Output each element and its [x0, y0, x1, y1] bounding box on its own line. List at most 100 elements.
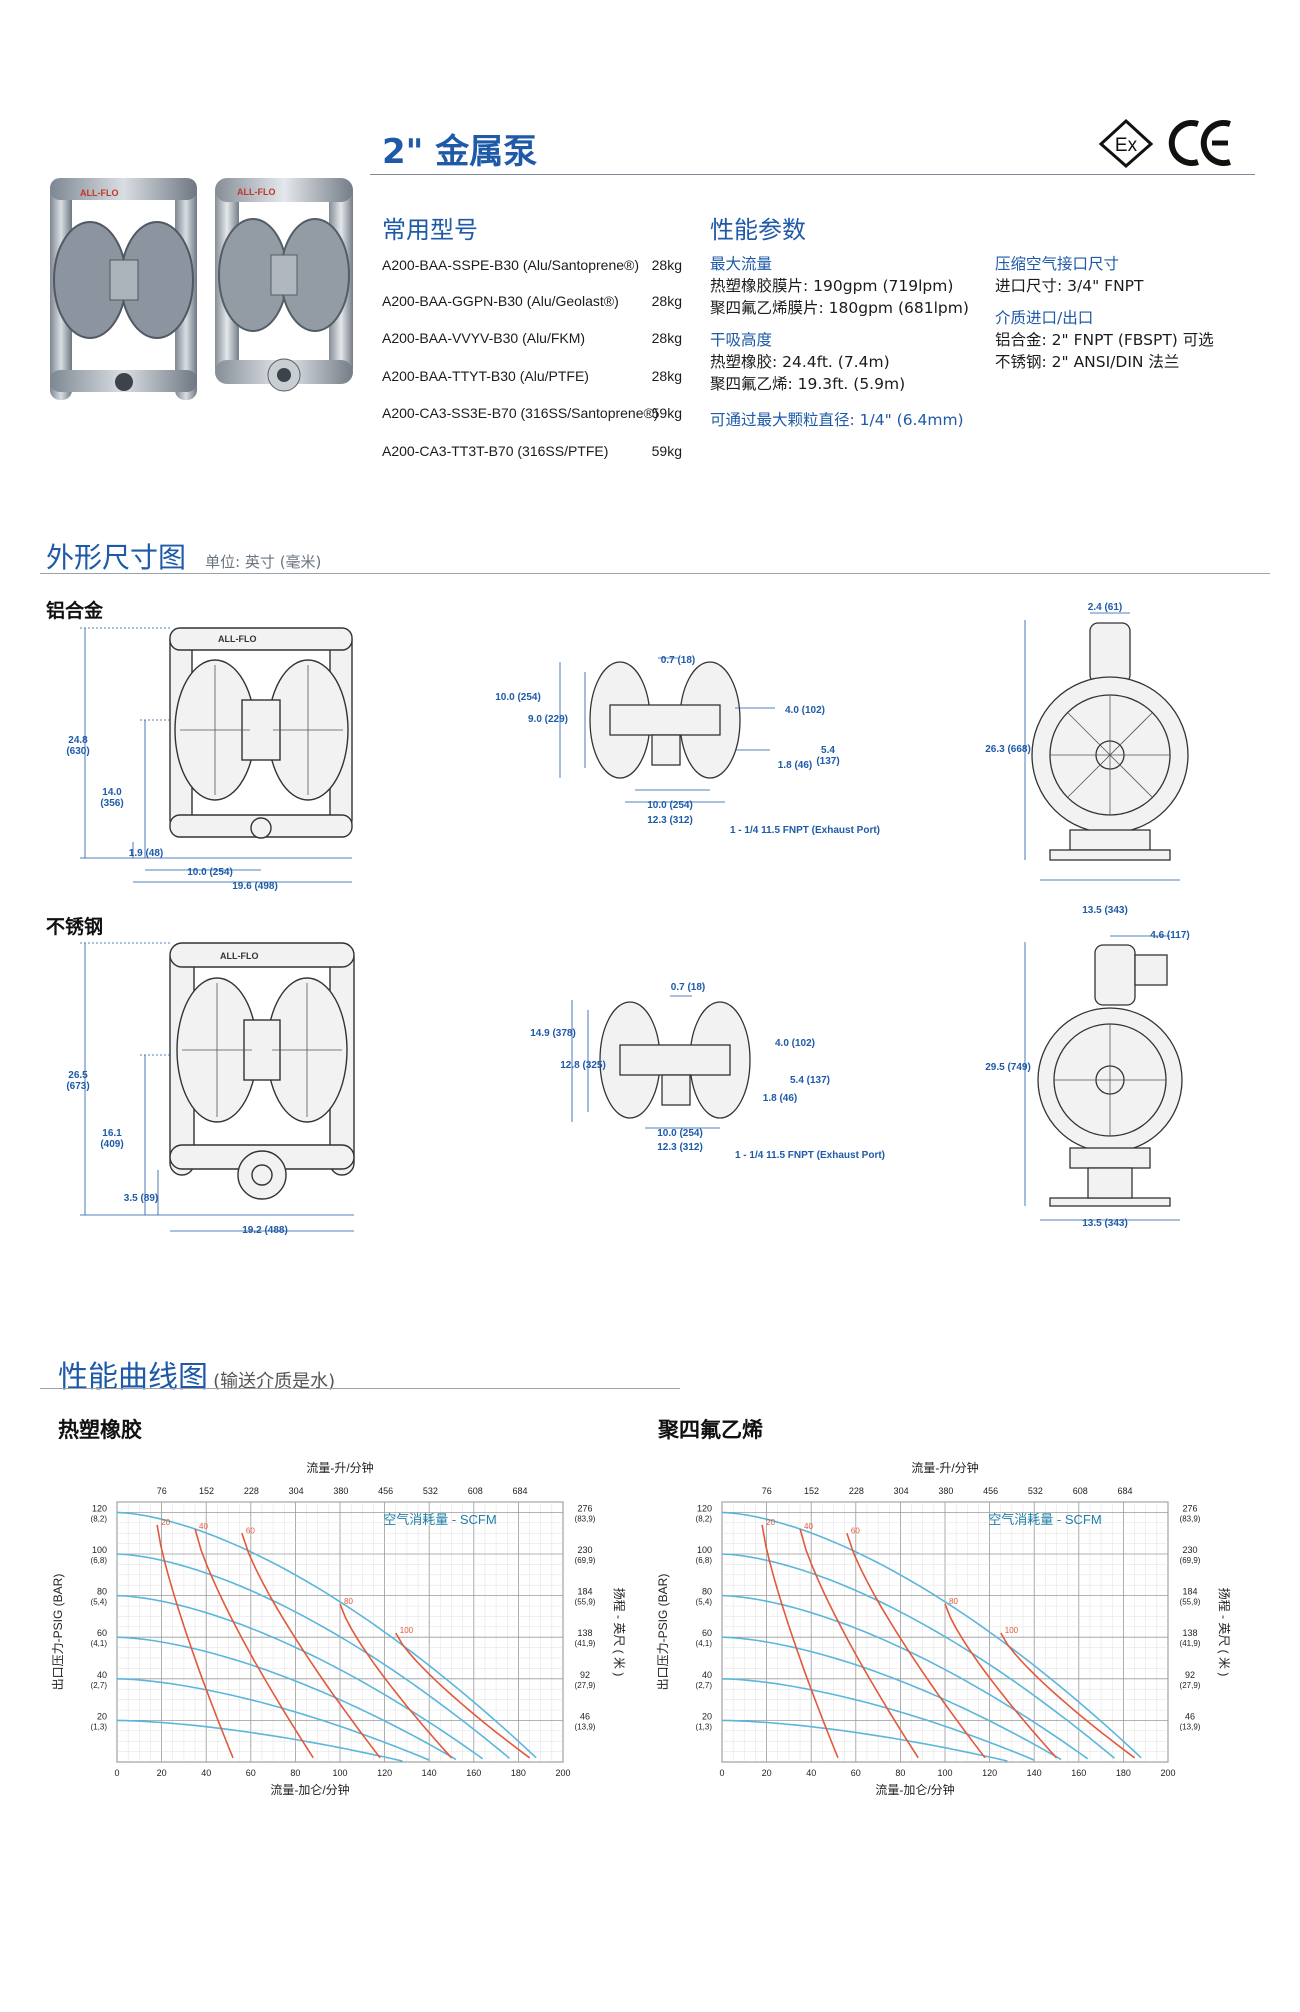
- right-tick-sub: (41,9): [1180, 1639, 1201, 1648]
- ce-mark-icon: [1168, 120, 1231, 166]
- atex-ex-icon: Ex: [1098, 118, 1154, 168]
- bottom-tick-label: 80: [895, 1768, 905, 1778]
- connection-specs: 压缩空气接口尺寸 进口尺寸: 3/4" FNPT 介质进口/出口 铝合金: 2"…: [995, 253, 1255, 373]
- right-tick-sub: (41,9): [575, 1639, 596, 1648]
- dim-label: 26.3 (668): [985, 744, 1031, 755]
- bottom-tick-label: 180: [1116, 1768, 1131, 1778]
- right-tick-sub: (27,9): [1180, 1681, 1201, 1690]
- bottom-tick-label: 200: [1160, 1768, 1175, 1778]
- bottom-tick-label: 180: [511, 1768, 526, 1778]
- right-tick-sub: (55,9): [575, 1598, 596, 1607]
- dim-label: 1.9 (48): [128, 848, 164, 859]
- scfm-curve-label: 40: [199, 1522, 208, 1531]
- performance-specs: 最大流量 热塑橡胶膜片: 190gpm (719lpm) 聚四氟乙烯膜片: 18…: [710, 253, 990, 431]
- right-tick-sub: (27,9): [575, 1681, 596, 1690]
- model-weight: 28kg: [651, 293, 682, 309]
- left-tick-sub: (4,1): [696, 1639, 713, 1648]
- model-weight: 28kg: [651, 257, 682, 273]
- air-pressure-curve: [116, 1511, 537, 1759]
- right-tick-label: 276: [577, 1503, 592, 1513]
- air-pressure-curve: [116, 1678, 430, 1761]
- left-tick-sub: (8,2): [91, 1514, 108, 1523]
- dim-label: 1.8 (46): [777, 760, 813, 771]
- right-tick-sub: (83,9): [1180, 1514, 1201, 1523]
- max-flow-label: 最大流量: [710, 255, 773, 273]
- bottom-tick-label: 120: [982, 1768, 997, 1778]
- model-weight: 28kg: [651, 368, 682, 384]
- dimensions-title: 外形尺寸图: [46, 541, 187, 574]
- left-tick-label: 80: [97, 1587, 107, 1597]
- air-pressure-curve: [116, 1553, 511, 1759]
- pump-photo-aluminum: ALL-FLO: [50, 178, 197, 400]
- ports-label: 介质进口/出口: [995, 309, 1094, 327]
- right-tick-label: 92: [580, 1670, 590, 1680]
- top-tick-label: 304: [894, 1486, 909, 1496]
- scfm-curve: [944, 1603, 1058, 1759]
- dim-label: 1 - 1/4 11.5 FNPT (Exhaust Port): [734, 1150, 886, 1161]
- left-tick-sub: (6,8): [91, 1556, 108, 1565]
- dry-lift-tpe: 热塑橡胶: 24.4ft. (7.4m): [710, 353, 890, 371]
- right-tick-label: 138: [577, 1628, 592, 1638]
- dim-label: 5.4 (137): [789, 1075, 831, 1086]
- scfm-curve: [339, 1603, 453, 1759]
- top-tick-label: 608: [1073, 1486, 1088, 1496]
- model-row: A200-CA3-SS3E-B70 (316SS/Santoprene®) 59…: [382, 405, 682, 421]
- dim-label: 10.0 (254): [657, 1128, 703, 1139]
- left-tick-label: 100: [697, 1545, 712, 1555]
- bottom-tick-label: 160: [1071, 1768, 1086, 1778]
- max-flow-ptfe: 聚四氟乙烯膜片: 180gpm (681lpm): [710, 299, 969, 317]
- top-tick-label: 684: [1117, 1486, 1132, 1496]
- scfm-curve: [761, 1524, 839, 1759]
- alu-top-drawing: [559, 657, 775, 803]
- air-consumption-label: 空气消耗量 - SCFM: [988, 1512, 1101, 1527]
- top-tick-label: 228: [849, 1486, 864, 1496]
- pump-photo-stainless: ALL-FLO: [215, 178, 353, 392]
- bottom-tick-label: 100: [937, 1768, 952, 1778]
- model-row: A200-BAA-TTYT-B30 (Alu/PTFE) 28kg: [382, 368, 682, 384]
- dimensions-heading: 外形尺寸图 单位: 英寸 (毫米): [46, 536, 321, 576]
- dim-label: 13.5 (343): [1082, 1218, 1128, 1229]
- top-tick-label: 380: [938, 1486, 953, 1496]
- scfm-curve-label: 20: [766, 1518, 775, 1527]
- left-tick-label: 60: [97, 1628, 107, 1638]
- scfm-curve-label: 80: [344, 1597, 353, 1606]
- left-tick-label: 120: [92, 1503, 107, 1513]
- scfm-curve-label: 60: [851, 1526, 860, 1535]
- dim-label: 26.5 (673): [66, 1070, 90, 1092]
- model-name: A200-BAA-VVYV-B30 (Alu/FKM): [382, 330, 586, 346]
- dim-label: 14.0 (356): [100, 787, 124, 809]
- dim-label: 3.5 (89): [123, 1193, 159, 1204]
- dim-label: 9.0 (229): [527, 714, 569, 725]
- bottom-tick-label: 40: [806, 1768, 816, 1778]
- dimensions-unit: 单位: 英寸 (毫米): [205, 553, 322, 571]
- bottom-tick-label: 60: [851, 1768, 861, 1778]
- left-tick-sub: (1,3): [696, 1722, 713, 1731]
- top-tick-label: 608: [468, 1486, 483, 1496]
- dim-label: 1.8 (46): [762, 1093, 798, 1104]
- svg-text:Ex: Ex: [1115, 135, 1138, 156]
- model-row: A200-BAA-VVYV-B30 (Alu/FKM) 28kg: [382, 330, 682, 346]
- dim-label: 12.3 (312): [657, 1142, 703, 1153]
- model-name: A200-CA3-SS3E-B70 (316SS/Santoprene®): [382, 405, 659, 421]
- bottom-tick-label: 140: [422, 1768, 437, 1778]
- right-tick-sub: (13,9): [1180, 1722, 1201, 1731]
- ss-side-drawing: [1024, 935, 1183, 1221]
- scfm-curve: [156, 1524, 234, 1759]
- bottom-tick-label: 20: [762, 1768, 772, 1778]
- top-tick-label: 532: [1028, 1486, 1043, 1496]
- header-rule: [370, 174, 1255, 175]
- air-pressure-curve: [721, 1719, 1008, 1762]
- scfm-curve: [395, 1632, 531, 1759]
- curves-title: 性能曲线图: [58, 1360, 208, 1395]
- top-tick-label: 456: [378, 1486, 393, 1496]
- scfm-curve: [846, 1532, 986, 1759]
- scfm-curve-label: 100: [1005, 1626, 1019, 1635]
- air-pressure-curve: [721, 1678, 1035, 1761]
- ss-label: 不锈钢: [46, 916, 104, 938]
- pump-logo-text: ALL-FLO: [220, 951, 259, 961]
- chart-title-tpe: 热塑橡胶: [58, 1418, 142, 1442]
- dim-label: 0.7 (18): [670, 982, 706, 993]
- curves-rule: [40, 1388, 680, 1389]
- dim-label: 2.4 (61): [1087, 602, 1123, 613]
- left-tick-label: 20: [97, 1711, 107, 1721]
